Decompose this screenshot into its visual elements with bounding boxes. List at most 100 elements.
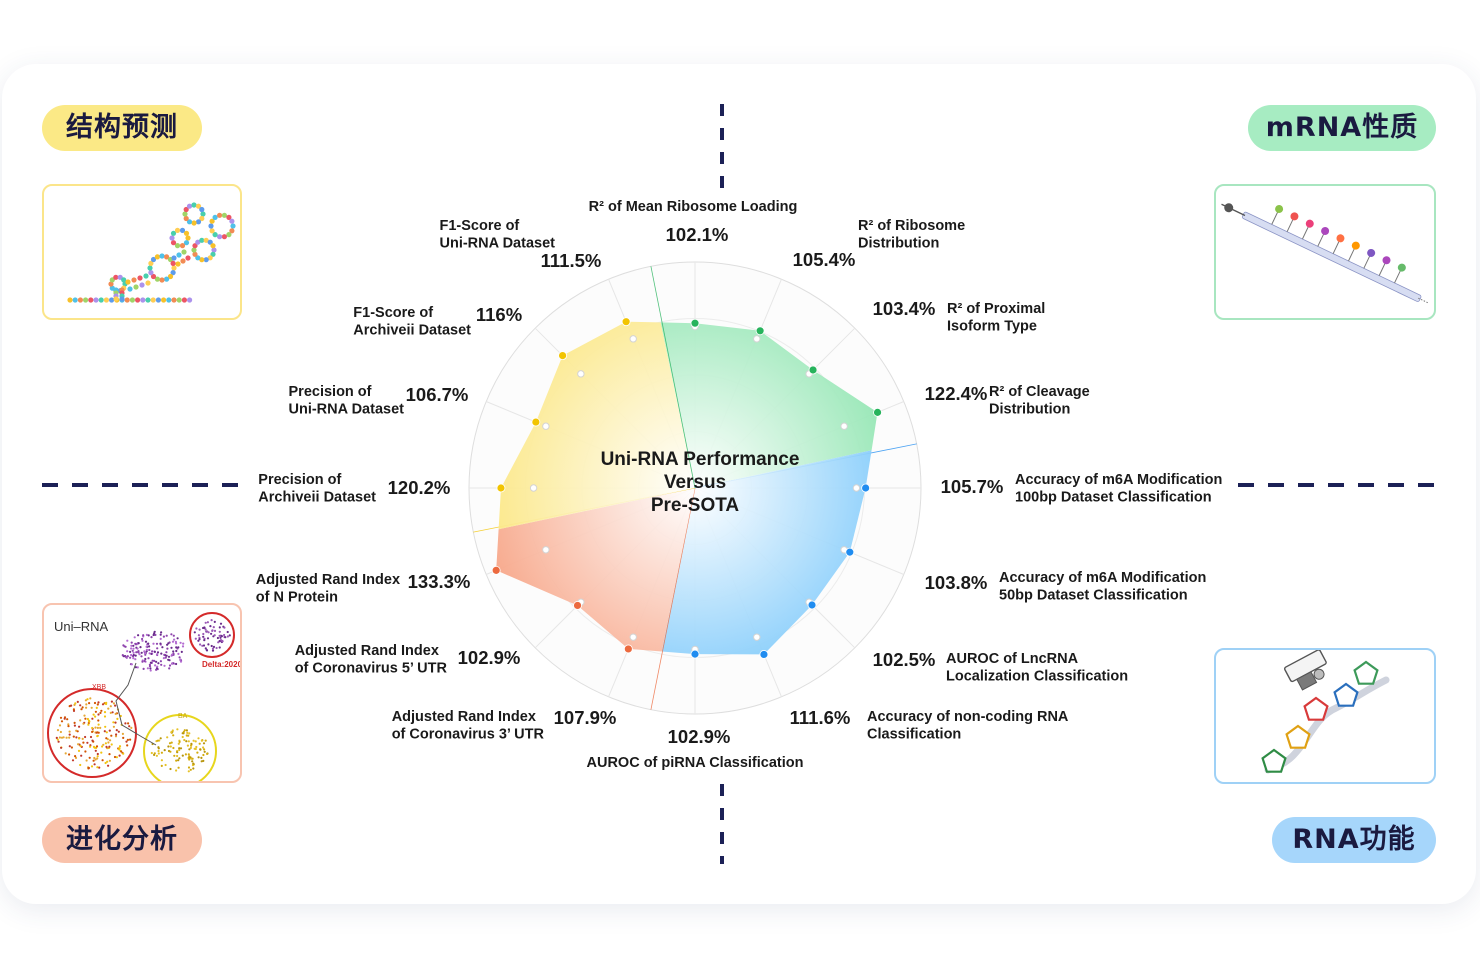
baseline-point: [753, 335, 761, 343]
data-point: [755, 326, 765, 336]
axis-value: 102.9%: [458, 647, 521, 668]
baseline-point: [577, 370, 585, 378]
axis-value: 120.2%: [388, 477, 451, 498]
axis-label: AUROC of LncRNA: [946, 651, 1079, 667]
data-point: [845, 547, 855, 557]
axis-value: 106.7%: [406, 384, 469, 405]
category-pill-evolution: 进化分析: [42, 817, 202, 863]
radar-sector-evolution: [496, 488, 695, 652]
axis-label: R² of Ribosome: [858, 218, 965, 234]
cluster-label-delta: Delta:2020: [202, 660, 240, 669]
axis-label: of N Protein: [256, 590, 338, 606]
radar-points: [491, 317, 882, 659]
axis-label: Adjusted Rand Index: [392, 709, 536, 725]
data-point: [861, 483, 871, 493]
axis-label: 100bp Dataset Classification: [1015, 490, 1212, 506]
category-pill-structure: 结构预测: [42, 105, 202, 151]
evolution-thumbnail: Uni–RNA Delta:2020 XBB BA: [42, 603, 242, 783]
axis-label: F1-Score of: [353, 305, 433, 321]
cluster-plot-title: Uni–RNA: [54, 619, 109, 634]
axis-label: of Coronavirus 3’ UTR: [392, 727, 545, 743]
axis-value: 103.8%: [925, 572, 988, 593]
axis-value: 102.9%: [668, 726, 731, 747]
divider-top: [720, 104, 724, 188]
baseline-point: [529, 484, 538, 492]
axis-label: R² of Mean Ribosome Loading: [589, 199, 798, 215]
axis-label: Localization Classification: [946, 669, 1128, 685]
rna-structure-diagram: [67, 202, 236, 303]
data-point: [759, 650, 769, 659]
baseline-point: [542, 546, 550, 554]
axis-value: 111.6%: [790, 707, 851, 728]
axis-label: Uni-RNA Dataset: [440, 236, 556, 252]
baseline-point: [852, 484, 861, 492]
data-point: [491, 565, 501, 575]
axis-value: 103.4%: [873, 298, 936, 319]
axis-value: 133.3%: [408, 571, 471, 592]
data-point: [807, 600, 817, 610]
axis-value: 105.7%: [941, 476, 1004, 497]
divider-left: [42, 483, 242, 487]
data-point: [558, 351, 567, 360]
axis-value: 111.5%: [541, 250, 602, 271]
cluster-label-xbb: XBB: [92, 684, 106, 691]
radar-sector-mrna: [660, 322, 878, 488]
axis-label: Isoform Type: [947, 319, 1037, 335]
nucleotide-diagram: [1261, 650, 1390, 774]
axis-label: Accuracy of m6A Modification: [999, 570, 1206, 586]
axis-label: Distribution: [858, 236, 939, 252]
data-point: [690, 318, 700, 328]
axis-value: 102.1%: [666, 224, 729, 245]
axis-label: R² of Cleavage: [989, 384, 1090, 400]
data-point: [690, 649, 700, 659]
axis-value: 116%: [476, 304, 522, 325]
radar-sector-boundary: [650, 266, 696, 489]
baseline-point: [840, 422, 848, 430]
axis-label: Distribution: [989, 402, 1070, 418]
axis-value: 105.4%: [793, 249, 856, 270]
baseline-point: [629, 335, 637, 343]
radar-sector-structure: [498, 321, 695, 530]
mrna-thumbnail: [1214, 184, 1436, 320]
category-pill-mrna: mRNA性质: [1248, 105, 1436, 151]
axis-label: R² of Proximal: [947, 301, 1045, 317]
radar-sectors: [473, 266, 917, 710]
chart-title-line-3: Pre-SOTA: [651, 495, 740, 516]
cluster-label-ba: BA: [178, 713, 188, 720]
axis-label: Classification: [867, 727, 961, 743]
data-point: [873, 407, 882, 417]
axis-label: Adjusted Rand Index: [256, 572, 400, 588]
data-point: [808, 365, 818, 375]
axis-label: of Coronavirus 5’ UTR: [295, 661, 448, 677]
divider-bottom: [720, 784, 724, 864]
data-point: [573, 601, 582, 610]
data-point: [496, 483, 506, 493]
axis-label: F1-Score of: [440, 218, 520, 234]
data-point: [623, 644, 633, 654]
data-point: [621, 317, 631, 327]
chart-title-line-2: Versus: [664, 472, 726, 493]
axis-label: Uni-RNA Dataset: [289, 402, 405, 418]
axis-label: 50bp Dataset Classification: [999, 588, 1188, 604]
baseline-point: [542, 422, 550, 430]
category-pill-function: RNA功能: [1272, 817, 1436, 863]
radar-labels: 102.1%R² of Mean Ribosome Loading105.4%R…: [256, 199, 1223, 771]
axis-label: Accuracy of non-coding RNA: [867, 709, 1069, 725]
chart-title-line-1: Uni-RNA Performance: [601, 449, 800, 470]
radar-sector-function: [661, 450, 872, 655]
baseline-point: [629, 633, 637, 641]
structure-thumbnail: [42, 184, 242, 320]
axis-label: Archiveii Dataset: [353, 323, 471, 339]
data-point: [531, 417, 541, 427]
axis-value: 102.5%: [873, 649, 936, 670]
axis-label: Archiveii Dataset: [258, 490, 376, 506]
axis-value: 122.4%: [925, 383, 988, 404]
axis-label: Adjusted Rand Index: [295, 643, 439, 659]
axis-label: Precision of: [258, 472, 341, 488]
mrna-strand-diagram: [1221, 203, 1430, 304]
axis-label: AUROC of piRNA Classification: [587, 755, 804, 771]
axis-label: Precision of: [289, 384, 372, 400]
divider-right: [1238, 483, 1436, 487]
function-thumbnail: [1214, 648, 1436, 784]
axis-value: 107.9%: [554, 707, 617, 728]
